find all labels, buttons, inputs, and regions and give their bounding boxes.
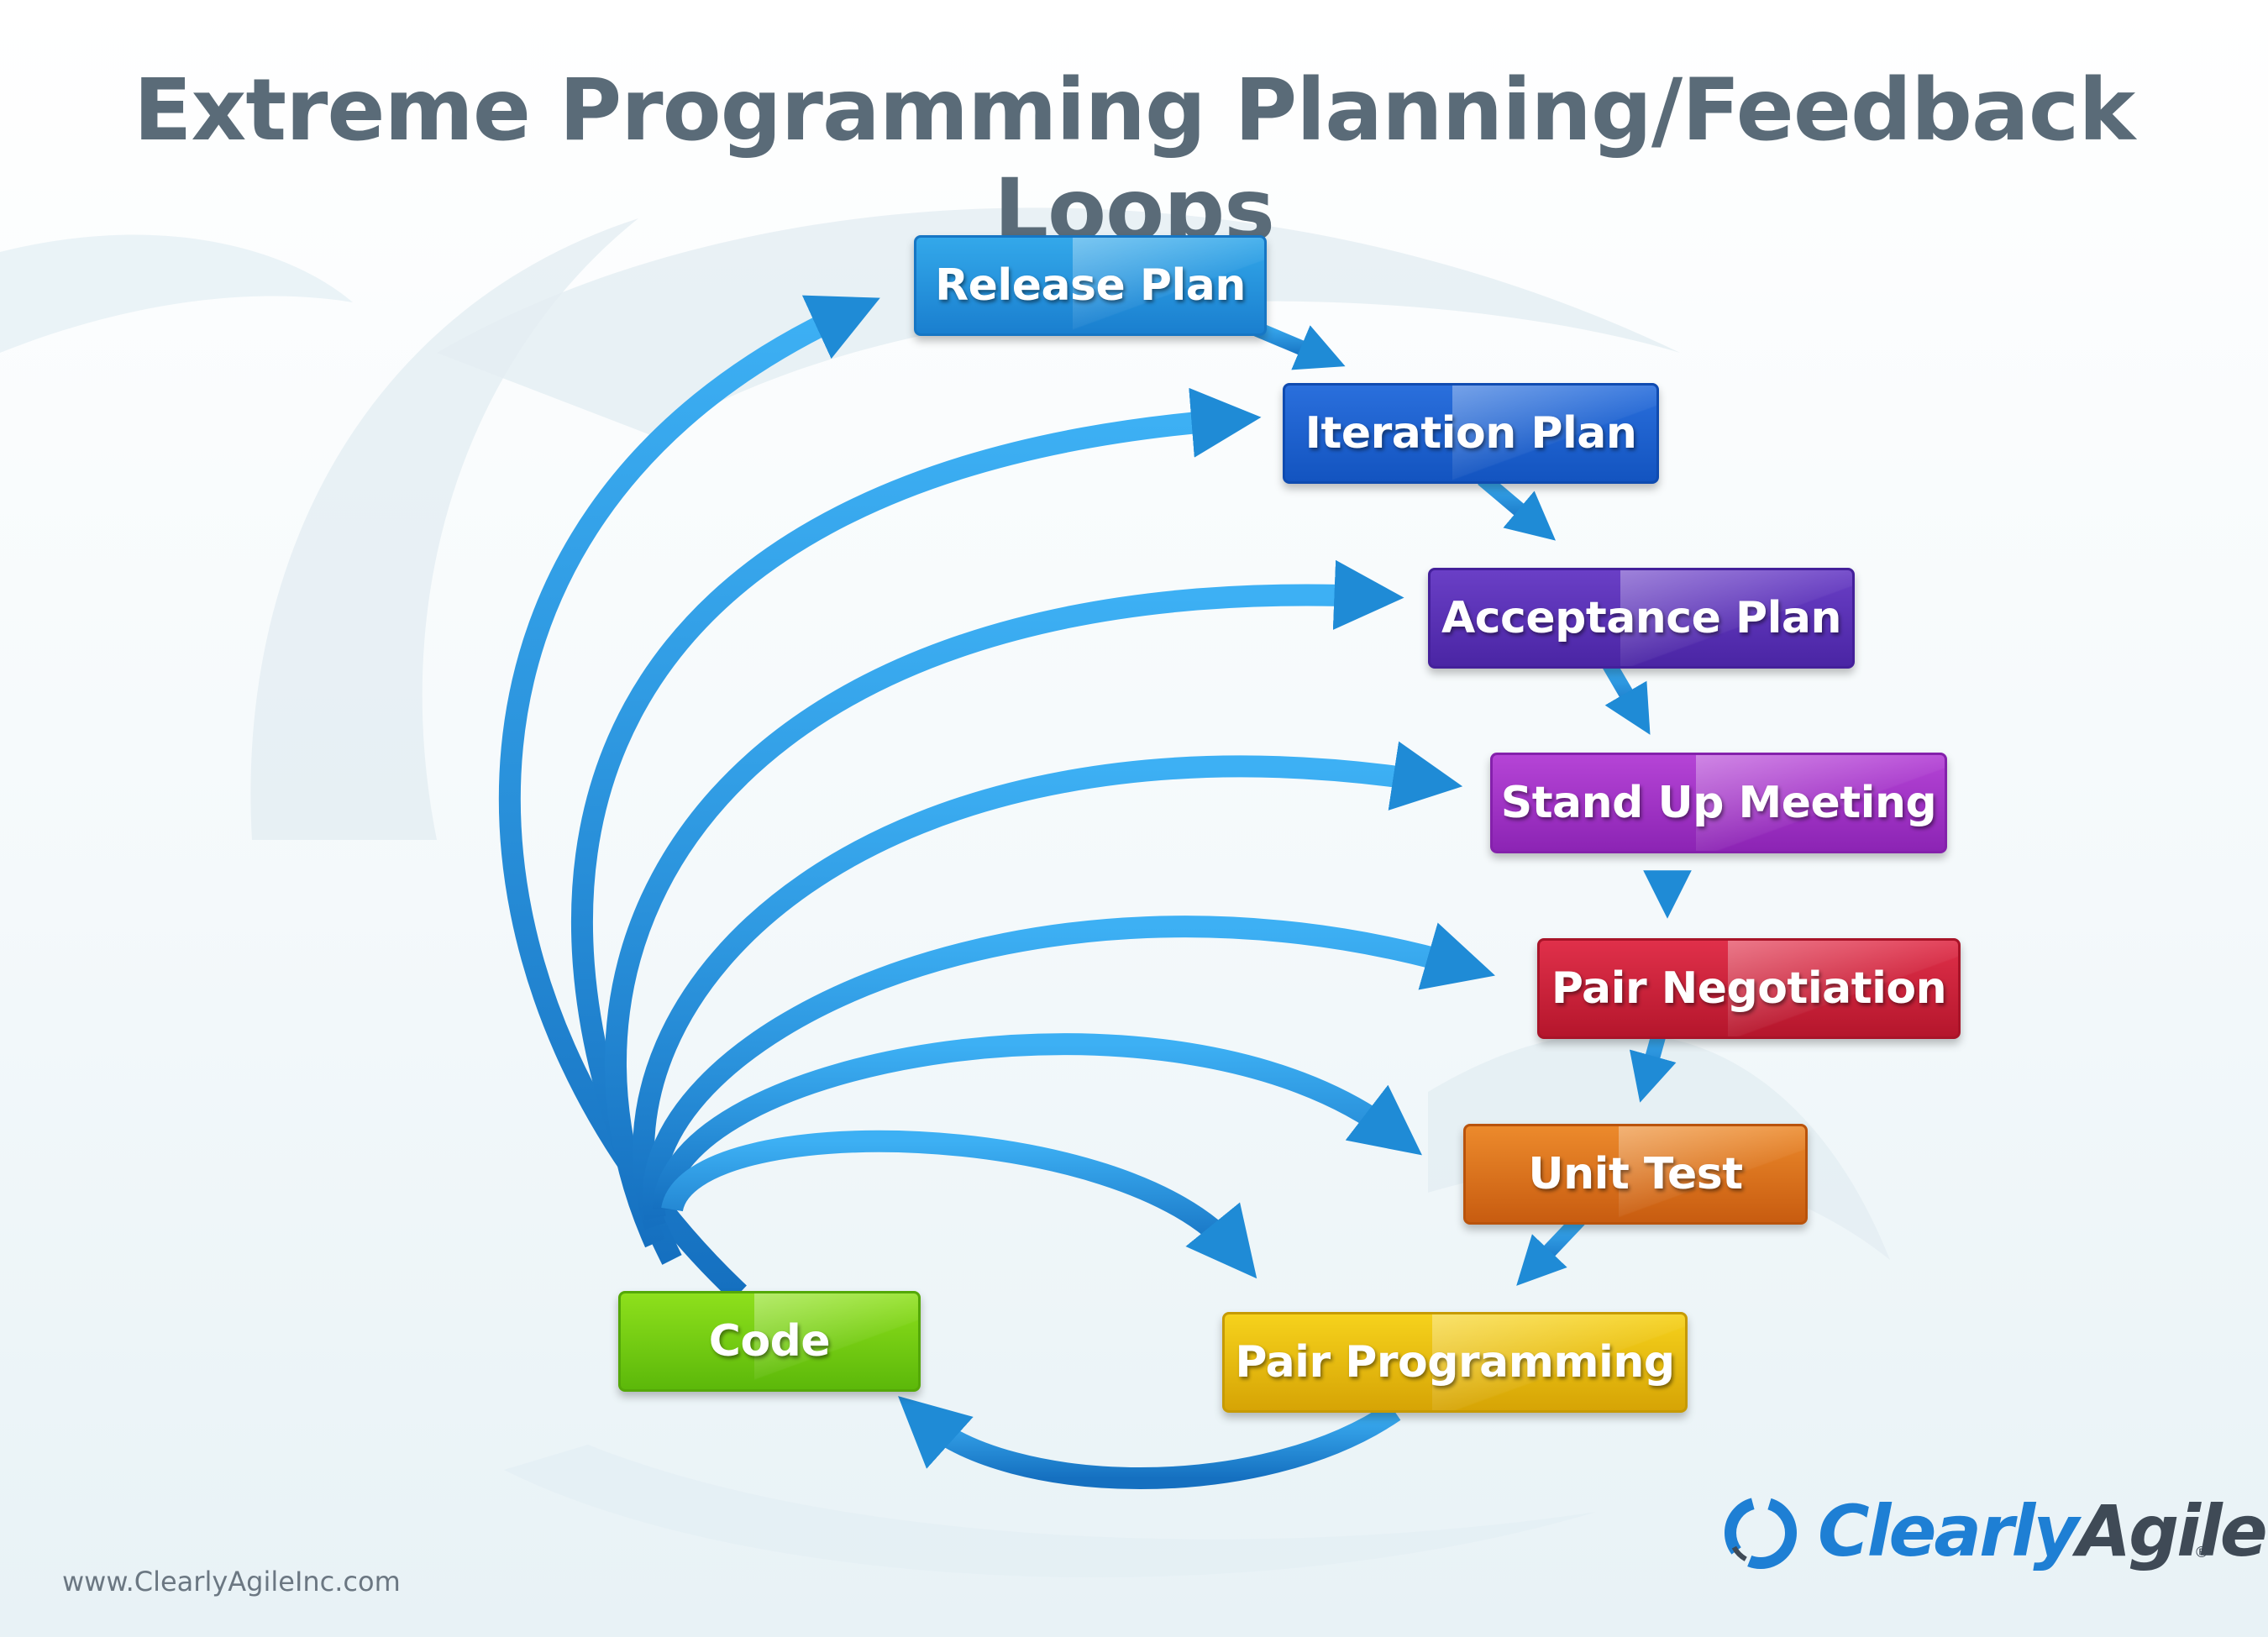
step-iteration-plan: Iteration Plan — [1283, 383, 1659, 484]
step-acceptance-plan: Acceptance Plan — [1428, 568, 1855, 669]
step-label: Acceptance Plan — [1441, 593, 1842, 643]
step-arrow-2 — [1478, 473, 1556, 541]
step-arrow-5 — [1629, 1031, 1677, 1103]
page-title: Extreme Programming Planning/Feedback Lo… — [133, 60, 2135, 260]
logo-text: ClearlyAgile — [1818, 1490, 2268, 1572]
loop-arrow-pairprog — [661, 1130, 1257, 1279]
arrow-pairprog-to-code — [898, 1396, 1401, 1489]
step-arrow-3 — [1602, 659, 1651, 735]
loop-arrow-iteration — [571, 387, 1262, 1265]
loop-arrow-unittest — [653, 1033, 1423, 1210]
step-label: Code — [708, 1316, 831, 1367]
loop-arrow-pairneg — [642, 916, 1495, 1220]
step-code: Code — [618, 1291, 921, 1392]
step-release-plan: Release Plan — [914, 235, 1267, 336]
logo-text-agile: Agile — [2076, 1490, 2268, 1572]
step-label: Pair Negotiation — [1551, 963, 1947, 1014]
step-label: Pair Programming — [1235, 1337, 1675, 1388]
circular-arrows-icon — [1725, 1497, 1797, 1569]
step-arrow-6 — [1516, 1214, 1585, 1286]
step-label: Iteration Plan — [1305, 408, 1637, 459]
registered-mark: ® — [2194, 1544, 2209, 1561]
footer-url[interactable]: www.ClearlyAgileInc.com — [62, 1566, 401, 1598]
step-unit-test: Unit Test — [1463, 1124, 1808, 1225]
loop-arrow-standup — [633, 741, 1463, 1230]
brand-logo: ClearlyAgile ® — [1717, 1487, 2268, 1579]
step-stand-up-meeting: Stand Up Meeting — [1490, 753, 1947, 853]
loop-arrow-acceptance — [604, 559, 1404, 1248]
step-label: Unit Test — [1528, 1149, 1743, 1199]
step-pair-negotiation: Pair Negotiation — [1537, 938, 1961, 1039]
step-pair-programming: Pair Programming — [1222, 1312, 1688, 1413]
step-label: Release Plan — [935, 260, 1246, 311]
logo-text-clearly: Clearly — [1818, 1490, 2079, 1572]
step-label: Stand Up Meeting — [1500, 778, 1937, 828]
